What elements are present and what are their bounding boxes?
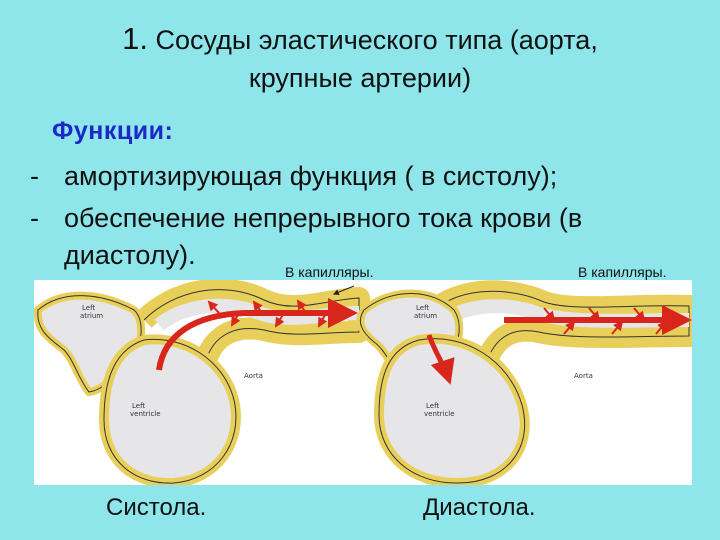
bullet-dash: - xyxy=(30,161,39,191)
title-text-1: Сосуды эластического типа (аорта, xyxy=(155,25,598,55)
diagram-svg: Left atrium Left ventricle Aorta xyxy=(33,278,700,489)
title-number: 1. xyxy=(122,21,149,56)
diastole-label: Диастола. xyxy=(423,494,536,521)
diastole-left-ventricle-label: Left ventricle xyxy=(424,402,455,418)
systole-heart: Left atrium Left ventricle Aorta xyxy=(33,278,370,489)
diastole-wall-arrows xyxy=(543,307,668,335)
functions-heading: Функции: xyxy=(52,117,174,145)
systole-wall-arrows xyxy=(207,299,328,328)
systole-label: Систола. xyxy=(106,494,207,521)
diastole-fill-arrow xyxy=(426,334,455,385)
heart-aorta-diagram: Left atrium Left ventricle Aorta xyxy=(33,278,700,489)
systole-aorta-label: Aorta xyxy=(244,372,263,380)
function-item-text: обеспечение непрерывного тока крови (в д… xyxy=(64,203,583,270)
slide-title: 1. Сосуды эластического типа (аорта, кру… xyxy=(0,20,720,97)
bullet-dash: - xyxy=(30,203,39,233)
title-line-2: крупные артерии) xyxy=(248,63,472,93)
diastole-left-atrium-label: Left atrium xyxy=(414,304,437,320)
title-line-1: 1. Сосуды эластического типа (аорта, xyxy=(0,20,720,59)
diastole-heart: Left atrium Left ventricle Aorta xyxy=(356,280,700,489)
function-item-text: амортизирующая функция ( в систолу); xyxy=(64,161,558,191)
systole-left-atrium-label: Left atrium xyxy=(80,304,103,320)
diastole-aorta-label: Aorta xyxy=(574,372,593,380)
capillaries-label-systole: В капилляры. xyxy=(285,264,374,280)
capillaries-label-diastole: В капилляры. xyxy=(578,264,667,280)
systole-flow-arrow xyxy=(156,310,245,371)
systole-left-ventricle-label: Left ventricle xyxy=(130,402,161,418)
